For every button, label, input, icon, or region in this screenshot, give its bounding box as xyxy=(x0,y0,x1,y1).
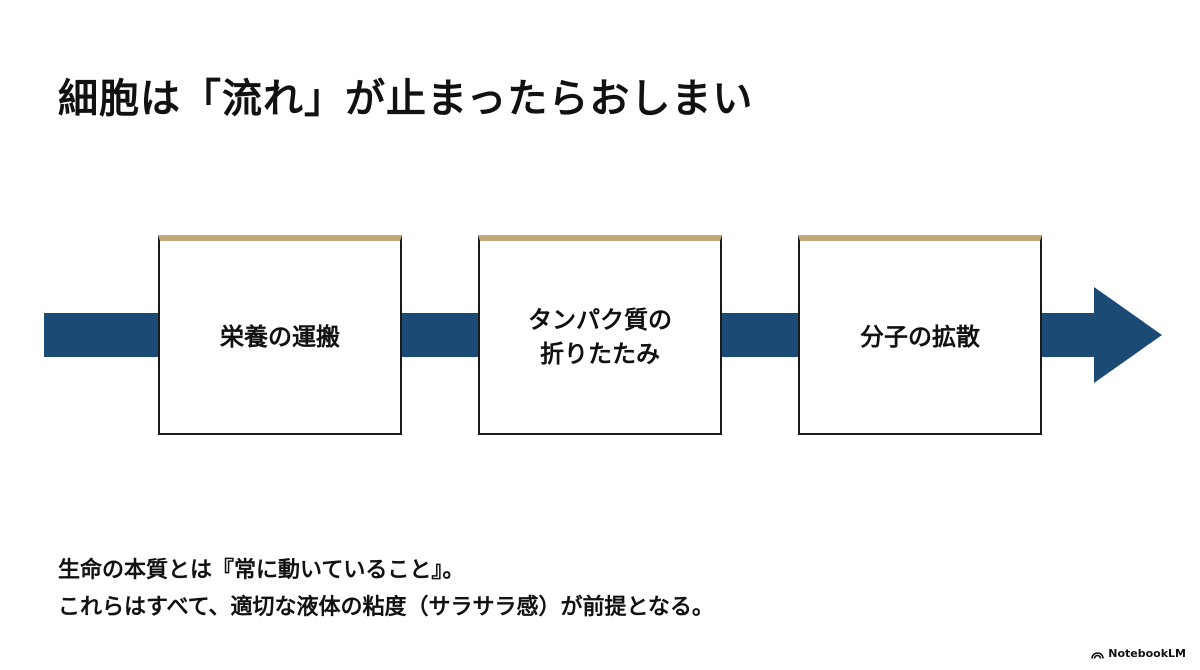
slide-caption: 生命の本質とは『常に動いていること』。 これらはすべて、適切な液体の粘度（サラサ… xyxy=(58,552,714,626)
flow-step-label: 分子の拡散 xyxy=(860,323,980,351)
flow-step-label: タンパク質の 折りたたみ xyxy=(528,306,672,368)
flow-step-protein-folding: タンパク質の 折りたたみ xyxy=(478,235,722,435)
caption-line-1: 生命の本質とは『常に動いていること』。 xyxy=(58,558,465,583)
slide-title: 細胞は「流れ」が止まったらおしまい xyxy=(58,76,754,122)
caption-line-2: これらはすべて、適切な液体の粘度（サラサラ感）が前提となる。 xyxy=(58,595,714,620)
arrow-head-icon xyxy=(1094,287,1162,383)
notebooklm-logo-icon xyxy=(1091,651,1105,659)
flow-step-nutrient-transport: 栄養の運搬 xyxy=(158,235,402,435)
flow-step-molecular-diffusion: 分子の拡散 xyxy=(798,235,1042,435)
flow-step-label: 栄養の運搬 xyxy=(220,323,340,351)
notebooklm-watermark: NotebookLM xyxy=(1091,647,1186,660)
brand-label: NotebookLM xyxy=(1108,647,1186,660)
